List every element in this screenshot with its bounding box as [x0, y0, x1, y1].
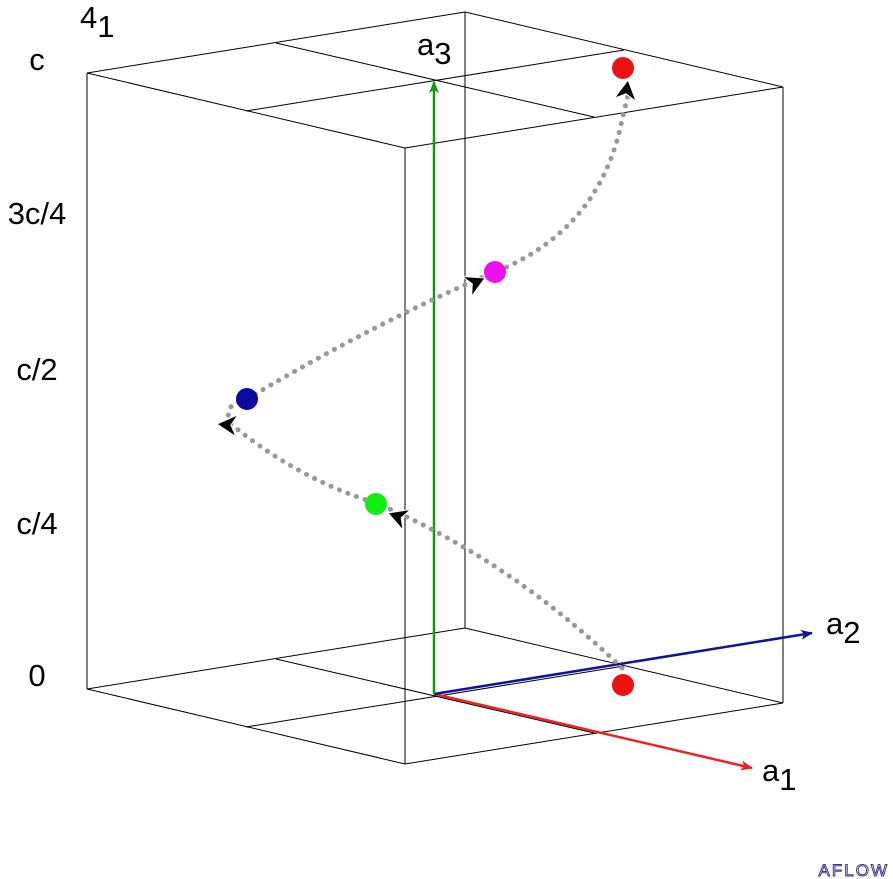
cell-top-midline — [245, 49, 625, 112]
screw-axis-title: 41 — [80, 0, 115, 44]
axis-label-a3: a3 — [417, 27, 452, 71]
height-label-c: c — [29, 42, 45, 77]
atom-red-bottom — [612, 674, 634, 696]
atom-red-top — [612, 57, 634, 79]
unit-cell — [86, 11, 784, 765]
atom-magenta — [484, 261, 506, 283]
axis-label-a2: a2 — [826, 606, 861, 650]
direction-arrow-icon — [387, 508, 413, 532]
atoms — [236, 57, 634, 696]
aflow-logo: AFLOW — [819, 861, 889, 879]
path-direction-arrows — [215, 78, 638, 532]
screw-path — [225, 92, 631, 671]
cell-bottom-midline — [245, 665, 625, 728]
axis-a2-arrow — [433, 629, 813, 696]
direction-arrow-icon — [460, 275, 486, 299]
direction-arrow-icon — [612, 78, 638, 103]
atom-green — [365, 493, 387, 515]
height-label-c4: c/4 — [16, 506, 57, 541]
height-label-0: 0 — [28, 658, 45, 693]
height-label-3c4: 3c/4 — [8, 196, 67, 231]
height-labels: c 3c/4 c/2 c/4 0 — [8, 42, 67, 693]
direction-arrow-icon — [215, 413, 240, 439]
height-label-c2: c/2 — [16, 352, 57, 387]
axis-a1-arrow — [433, 692, 753, 771]
atom-blue — [236, 388, 258, 410]
axis-label-a1: a1 — [762, 753, 797, 797]
lattice-vectors — [429, 81, 813, 771]
